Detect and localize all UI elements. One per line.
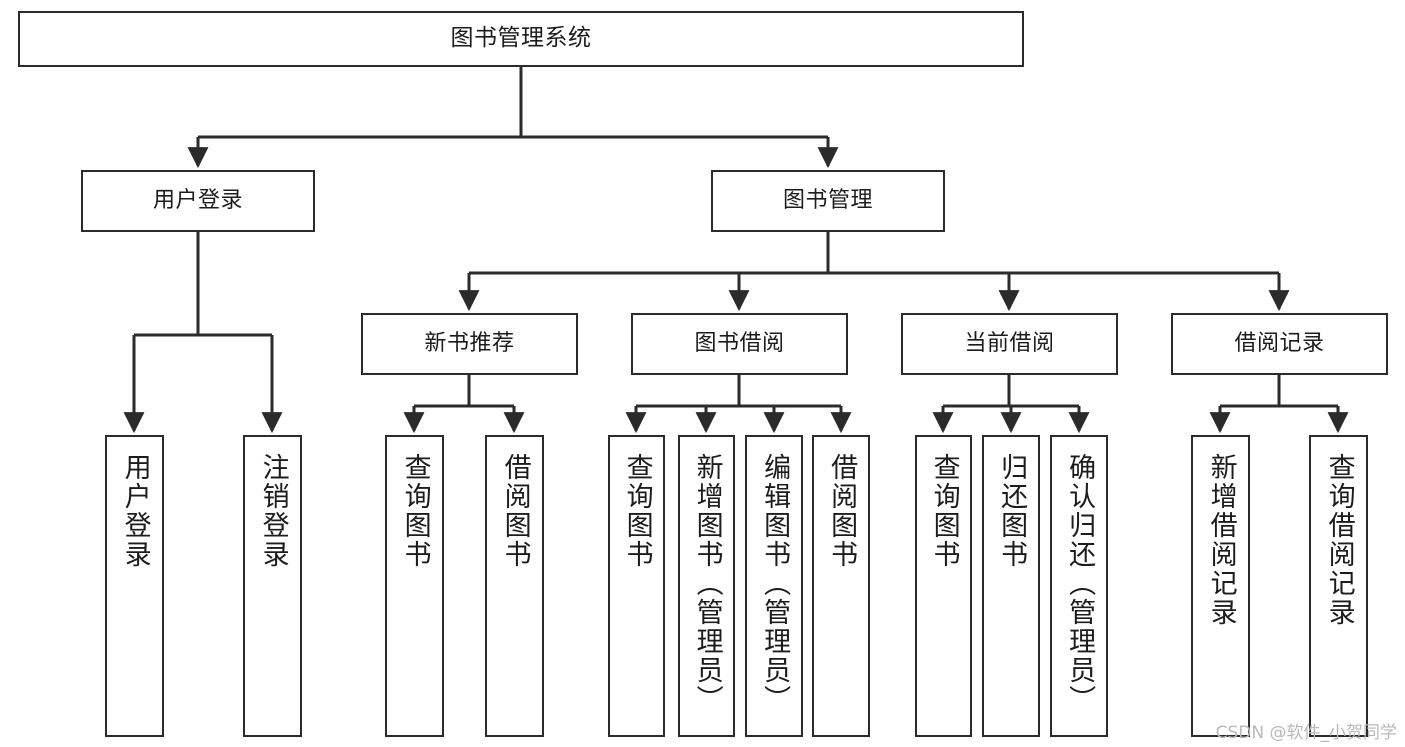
leaf-borrow-book-1-label: 借阅图书 [499, 453, 531, 569]
leaf-user-logout[interactable]: 注销登录 [243, 435, 302, 737]
leaf-query-book-2[interactable]: 查询图书 [608, 435, 665, 737]
node-root[interactable]: 图书管理系统 [18, 11, 1024, 67]
leaf-borrow-book-2[interactable]: 借阅图书 [812, 435, 870, 737]
leaf-query-book-1-label: 查询图书 [399, 453, 431, 569]
leaf-user-logout-label: 注销登录 [257, 453, 289, 569]
node-user-login[interactable]: 用户登录 [81, 170, 315, 232]
node-borrow-record-label: 借阅记录 [1234, 331, 1325, 357]
leaf-query-book-1[interactable]: 查询图书 [385, 435, 444, 737]
leaf-edit-book-label: 编辑图书（管理员） [759, 453, 791, 714]
leaf-user-login-label: 用户登录 [119, 453, 151, 569]
leaf-borrow-book-2-label: 借阅图书 [826, 453, 858, 569]
leaf-user-login[interactable]: 用户登录 [105, 435, 164, 737]
node-new-book-recommend[interactable]: 新书推荐 [361, 313, 578, 375]
node-root-label: 图书管理系统 [450, 25, 592, 52]
node-current-borrow[interactable]: 当前借阅 [901, 313, 1118, 375]
leaf-confirm-return[interactable]: 确认归还（管理员） [1050, 435, 1108, 737]
leaf-add-book[interactable]: 新增图书（管理员） [678, 435, 735, 737]
leaf-add-record[interactable]: 新增借阅记录 [1191, 435, 1250, 737]
leaf-query-book-3-label: 查询图书 [928, 453, 960, 569]
leaf-query-book-3[interactable]: 查询图书 [915, 435, 972, 737]
csdn-watermark: CSDN @软件_小贺同学 [1215, 723, 1397, 743]
leaf-add-book-label: 新增图书（管理员） [691, 453, 723, 714]
leaf-return-book[interactable]: 归还图书 [982, 435, 1040, 737]
leaf-query-book-2-label: 查询图书 [621, 453, 653, 569]
leaf-add-record-label: 新增借阅记录 [1205, 453, 1237, 627]
leaf-query-record-label: 查询借阅记录 [1323, 453, 1355, 627]
node-current-borrow-label: 当前借阅 [964, 331, 1055, 357]
node-book-manage[interactable]: 图书管理 [711, 170, 945, 232]
leaf-return-book-label: 归还图书 [996, 453, 1028, 569]
leaf-query-record[interactable]: 查询借阅记录 [1309, 435, 1368, 737]
node-book-borrow-label: 图书借阅 [694, 331, 785, 357]
node-book-manage-label: 图书管理 [782, 188, 873, 214]
leaf-edit-book[interactable]: 编辑图书（管理员） [745, 435, 803, 737]
node-user-login-label: 用户登录 [152, 188, 243, 214]
leaf-confirm-return-label: 确认归还（管理员） [1064, 453, 1096, 714]
node-new-book-recommend-label: 新书推荐 [424, 331, 515, 357]
node-book-borrow[interactable]: 图书借阅 [631, 313, 848, 375]
leaf-borrow-book-1[interactable]: 借阅图书 [485, 435, 544, 737]
node-borrow-record[interactable]: 借阅记录 [1171, 313, 1388, 375]
